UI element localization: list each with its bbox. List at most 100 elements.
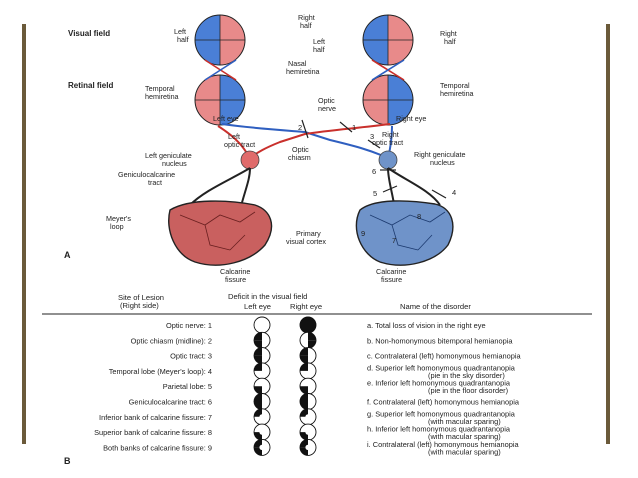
row-site: Geniculocalcarine tract: 6 (129, 398, 212, 407)
right-half-label-right: Right (440, 29, 457, 38)
right-eye-field-icon (299, 377, 317, 395)
row-site: Parietal lobe: 5 (163, 382, 212, 391)
row-disorder-note: (pie in the sky disorder) (428, 371, 505, 380)
optic-chiasm-label: Optic (292, 145, 309, 154)
table-row: Parietal lobe: 5 e. Inferior left homonym… (163, 377, 511, 395)
left-eye-field-icon (253, 331, 271, 349)
row-disorder-name: i. Contralateral (left) homonymous hemia… (367, 440, 519, 449)
meyers-loop-label-2: loop (110, 222, 124, 231)
optic-nerve-label-2: nerve (318, 104, 336, 113)
table-row: Optic nerve: 1 a. Total loss of vision in… (166, 316, 486, 334)
row-disorder-note: (with macular sparing) (428, 417, 501, 426)
right-geniculate-label-2: nucleus (430, 158, 455, 167)
figure-a-label: A (64, 250, 71, 260)
temporal-left-label: Temporal (145, 84, 175, 93)
right-eye-field-icon (299, 347, 317, 365)
left-eye-field-icon (253, 423, 271, 441)
left-half-label-right-2: half (313, 45, 325, 54)
left-visual-cortex (168, 200, 273, 266)
row-site: Optic nerve: 1 (166, 321, 212, 330)
header-site-2: (Right side) (120, 301, 159, 310)
temporal-left-label-2: hemiretina (145, 92, 179, 101)
lesion-number-9: 9 (361, 229, 365, 238)
row-site: Superior bank of calcarine fissure: 8 (94, 428, 212, 437)
table-row: Optic tract: 3 c. Contralateral (left) ho… (170, 347, 522, 365)
visual-field-left-circle (194, 14, 246, 66)
left-geniculate-label-2: nucleus (162, 159, 187, 168)
visual-field-right-circle (362, 14, 414, 66)
left-geniculate-nucleus (240, 150, 260, 170)
lesion-marks (301, 119, 447, 199)
row-site: Optic chiasm (midline): 2 (131, 336, 212, 345)
table-row: Geniculocalcarine tract: 6 f. Contralater… (129, 393, 520, 410)
row-site: Temporal lobe (Meyer's loop): 4 (109, 367, 212, 376)
row-disorder-name: a. Total loss of vision in the right eye (367, 321, 486, 330)
header-left-eye: Left eye (244, 302, 271, 311)
temporal-right-label: Temporal (440, 81, 470, 90)
left-half-label-left-2: half (177, 35, 189, 44)
right-optic-tract-label-2: optic tract (372, 138, 403, 147)
nasal-label-2: hemiretina (286, 67, 320, 76)
geniculocalcarine-label: Geniculocalcarine (118, 170, 175, 179)
right-eye-field-icon (299, 316, 317, 334)
lesion-number-7: 7 (392, 236, 396, 245)
row-site: Both banks of calcarine fissure: 9 (103, 443, 212, 452)
lesion-table: Site of Lesion (Right side) Deficit in t… (42, 292, 592, 315)
geniculocalcarine-label-2: tract (148, 178, 162, 187)
lesion-number-3: 3 (370, 132, 374, 141)
row-disorder-name: f. Contralateral (left) homonymous hemia… (367, 398, 520, 407)
table-row: Temporal lobe (Meyer's loop): 4 d. Superi… (109, 362, 516, 380)
table-rows: Optic nerve: 1 a. Total loss of vision in… (94, 316, 522, 456)
right-eye-field-icon (299, 438, 317, 456)
left-eye-field-icon (253, 316, 271, 334)
meyers-loop-label: Meyer's (106, 214, 131, 223)
lesion-number-1: 1 (352, 123, 356, 132)
left-eye-field-icon (253, 362, 271, 380)
left-eye-field-icon (253, 438, 271, 456)
left-half-label-left: Left (174, 27, 186, 36)
calcarine-right-label-2: fissure (381, 275, 402, 284)
right-half-label-top-2: half (300, 21, 312, 30)
right-half-label-top: Right (298, 13, 315, 22)
row-disorder-name: c. Contralateral (left) homonymous hemia… (367, 352, 522, 361)
primary-cortex-label-2: visual cortex (286, 237, 326, 246)
row-disorder-name: b. Non-homonymous bitemporal hemianopia (367, 336, 513, 345)
header-right-eye: Right eye (290, 302, 322, 311)
row-disorder-note: (with macular sparing) (428, 447, 501, 456)
right-visual-cortex (355, 200, 454, 266)
right-eye-field-icon (299, 362, 317, 380)
retinal-field-label: Retinal field (68, 81, 113, 90)
right-eye-label: Right eye (396, 114, 426, 123)
figure-b-label: B (64, 456, 71, 466)
left-eye-field-icon (253, 393, 271, 410)
left-eye-field-icon (253, 408, 271, 426)
left-half-label-right: Left (313, 37, 325, 46)
primary-cortex-label: Primary (296, 229, 321, 238)
header-name: Name of the disorder (400, 302, 471, 311)
row-disorder-name: e. Inferior left homonymous quadrantanop… (367, 379, 511, 388)
left-eye-label: Left eye (213, 114, 239, 123)
row-site: Optic tract: 3 (170, 352, 212, 361)
table-row: Both banks of calcarine fissure: 9 i. Con… (103, 438, 519, 456)
right-half-label-right-2: half (444, 37, 456, 46)
calcarine-left-label: Calcarine (220, 267, 250, 276)
right-eye-field-icon (299, 331, 317, 349)
lesion-number-6: 6 (372, 167, 376, 176)
header-site: Site of Lesion (118, 293, 164, 302)
calcarine-left-label-2: fissure (225, 275, 246, 284)
left-optic-tract-label-2: optic tract (224, 140, 255, 149)
left-geniculate-label: Left geniculate (145, 151, 192, 160)
row-disorder-name: d. Superior left homonymous quadrantanop… (367, 363, 516, 372)
calcarine-right-label: Calcarine (376, 267, 406, 276)
left-eye-field-icon (253, 377, 271, 395)
lesion-number-8: 8 (417, 212, 421, 221)
right-frame-bar (606, 24, 610, 444)
left-eye-field-icon (253, 347, 271, 365)
lesion-number-5: 5 (373, 189, 377, 198)
right-geniculate-label: Right geniculate (414, 150, 466, 159)
optic-nerve-label: Optic (318, 96, 335, 105)
table-row: Optic chiasm (midline): 2 b. Non-homonymo… (131, 331, 513, 349)
